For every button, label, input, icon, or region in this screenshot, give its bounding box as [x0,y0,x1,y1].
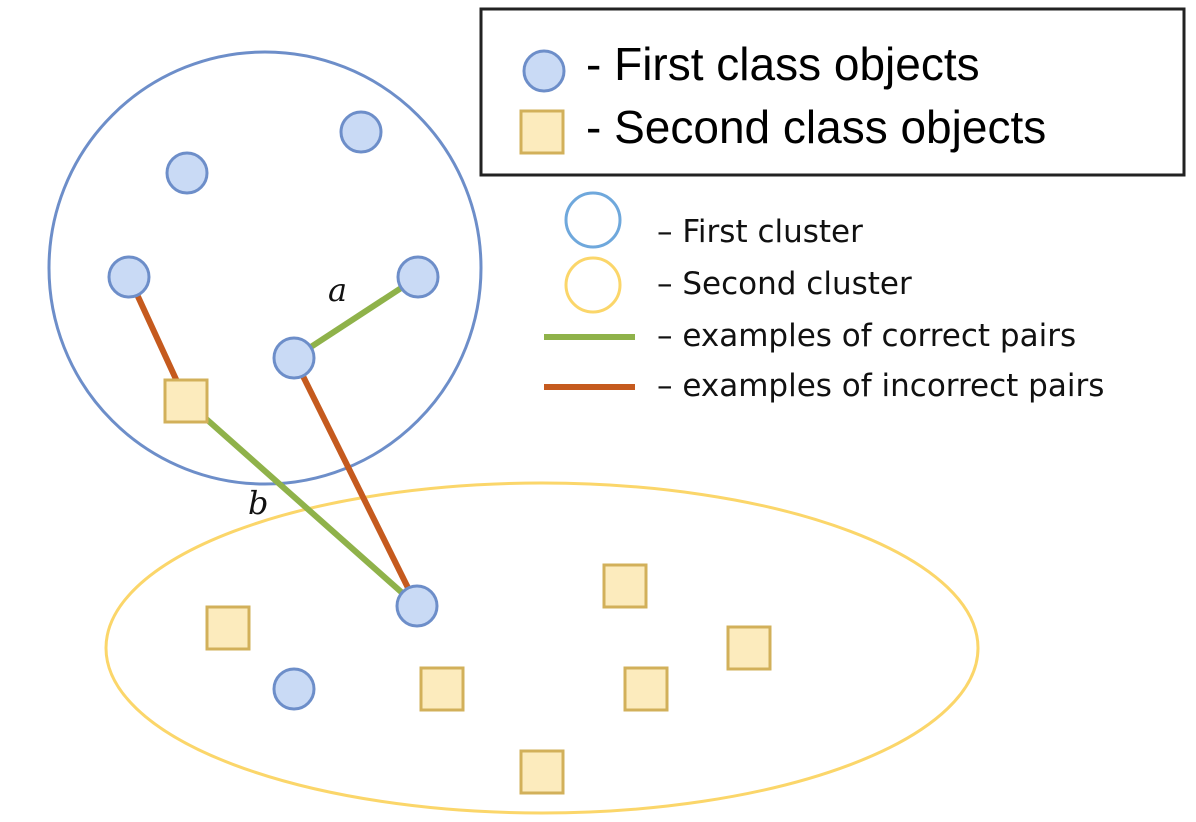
first-class-object [396,255,440,299]
first-class-object [272,336,316,380]
legend-box [479,7,1186,177]
second-cluster-ellipse [104,481,980,815]
incorrect-pairs-key-label: – examples of incorrect pairs [657,368,1104,404]
incorrect-pair-line-2 [291,356,420,608]
second-class-object [726,625,772,671]
first-class-object [107,255,151,299]
first-class-legend-marker [522,49,566,93]
first-class-object [272,667,316,711]
first-cluster-circle [47,50,483,486]
second-cluster-key-label: – Second cluster [657,266,912,302]
object-legend: - First class objects - Second class obj… [479,7,1186,177]
pair-label-b: b [248,484,268,522]
second-class-object [602,563,648,609]
first-class-object [339,110,383,154]
correct-pairs-key-label: – examples of correct pairs [657,318,1076,354]
correct-pair-line-b [184,398,419,609]
second-class-legend-marker [519,109,565,155]
second-class-object [419,666,465,712]
first-class-objects [107,110,440,711]
second-class-object [163,378,209,424]
cluster-key: – First cluster – Second cluster – examp… [544,191,1104,404]
second-cluster-key-marker [564,256,622,314]
correct-pair-line-a [292,274,420,361]
second-class-object [519,749,565,795]
second-class-legend-label: - Second class objects [586,101,1046,153]
first-class-legend-label: - First class objects [586,38,980,90]
second-class-object [205,605,251,651]
first-class-object [395,584,439,628]
first-cluster-key-label: – First cluster [657,214,863,250]
second-class-object [623,666,669,712]
first-class-object [165,151,209,195]
first-cluster-key-marker [564,191,622,249]
pair-label-a: a [328,271,347,309]
second-class-objects [163,378,772,795]
